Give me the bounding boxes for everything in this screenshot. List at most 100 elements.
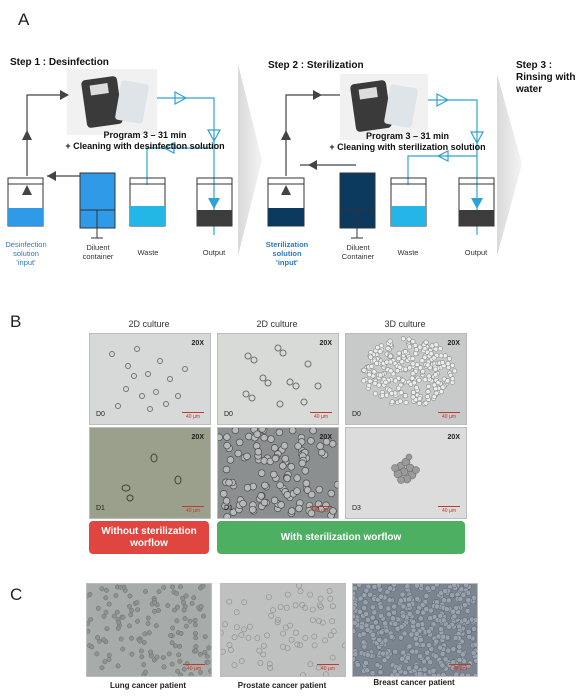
cell	[139, 654, 145, 660]
cell	[365, 617, 371, 623]
device-screen-1	[89, 83, 109, 96]
caption-lung: Lung cancer patient	[109, 681, 186, 690]
micrograph-lung: 40 µm	[86, 583, 212, 677]
cell	[218, 433, 223, 442]
cell	[393, 378, 399, 384]
cell	[99, 665, 105, 671]
cell	[315, 485, 324, 494]
cell	[361, 605, 367, 611]
cell	[223, 433, 231, 441]
cell	[414, 595, 421, 602]
cell	[363, 611, 370, 617]
cell	[372, 619, 379, 626]
cell	[387, 338, 393, 344]
cell	[363, 659, 369, 666]
cell	[406, 665, 412, 672]
blue-line-out-1	[157, 97, 215, 235]
cell	[366, 372, 372, 378]
cell	[87, 628, 91, 634]
cell	[417, 615, 424, 622]
cell	[193, 648, 199, 654]
micrograph-prostate: 40 µm	[220, 583, 346, 677]
cell	[287, 622, 293, 629]
cell	[364, 652, 371, 658]
cell	[106, 601, 112, 607]
cell	[384, 359, 390, 365]
cell	[293, 474, 301, 482]
cell	[202, 634, 208, 640]
cell	[145, 615, 151, 621]
cell	[426, 383, 432, 389]
flow-arrow-left-2	[308, 160, 317, 170]
cell	[413, 664, 420, 671]
cell	[432, 653, 439, 660]
panel-a-letter: A	[18, 10, 30, 29]
cell	[460, 592, 467, 598]
cell	[410, 619, 417, 625]
cell	[294, 442, 302, 450]
cell	[416, 671, 423, 676]
cell	[156, 589, 162, 594]
cell	[391, 603, 398, 610]
cell	[261, 642, 267, 649]
cell	[115, 663, 121, 669]
cell	[400, 377, 406, 383]
cell	[353, 613, 356, 620]
cell	[245, 634, 252, 641]
flow-arrow-up-1a	[22, 185, 32, 195]
magnification-label: 20X	[191, 434, 204, 441]
cell	[396, 356, 402, 362]
cell	[466, 633, 473, 640]
cell	[266, 594, 272, 600]
cell	[407, 365, 413, 371]
step3-title-line1: Step 3 :	[516, 60, 553, 71]
cell	[103, 595, 109, 601]
cell	[170, 584, 175, 590]
cell	[377, 372, 383, 378]
cell	[182, 616, 188, 622]
cell	[353, 656, 356, 663]
cell	[241, 626, 247, 633]
cell	[154, 654, 160, 660]
cell	[127, 593, 133, 599]
flow-arrow-up-1b	[22, 130, 32, 140]
cell	[233, 624, 240, 631]
cell	[363, 587, 370, 594]
cell	[148, 649, 154, 655]
magnification-label: 20X	[191, 340, 204, 347]
cell	[222, 621, 228, 628]
cell	[205, 659, 211, 665]
cell	[369, 363, 375, 369]
step3-title: Step 3 : Rinsing with water	[516, 60, 575, 96]
cell	[253, 430, 262, 438]
cell	[438, 626, 444, 632]
cell	[280, 630, 286, 637]
flow-line-input-1	[26, 94, 67, 176]
cell	[372, 391, 378, 397]
cell	[99, 586, 105, 592]
step1-input-label-3: 'input'	[16, 258, 36, 267]
cell	[401, 630, 408, 637]
cell	[445, 378, 451, 384]
cell	[302, 479, 311, 488]
cell	[435, 380, 441, 386]
cell	[292, 602, 299, 609]
cell	[266, 661, 273, 667]
cell	[377, 349, 383, 355]
cell	[374, 360, 380, 366]
cell	[396, 350, 402, 356]
scale-bar: 40 µm	[183, 664, 205, 672]
step2-input-label-2: solution	[272, 249, 302, 258]
cell	[227, 647, 234, 653]
cell	[288, 507, 296, 515]
cell	[309, 606, 316, 613]
cell	[285, 591, 291, 598]
cell	[375, 624, 381, 631]
cell	[170, 625, 176, 631]
cell	[362, 599, 369, 606]
cell	[202, 649, 208, 655]
step2-program-line1: Program 3 – 31 min	[365, 131, 450, 141]
device-screen-2	[358, 87, 378, 100]
cell	[138, 648, 144, 654]
cell	[428, 351, 434, 357]
